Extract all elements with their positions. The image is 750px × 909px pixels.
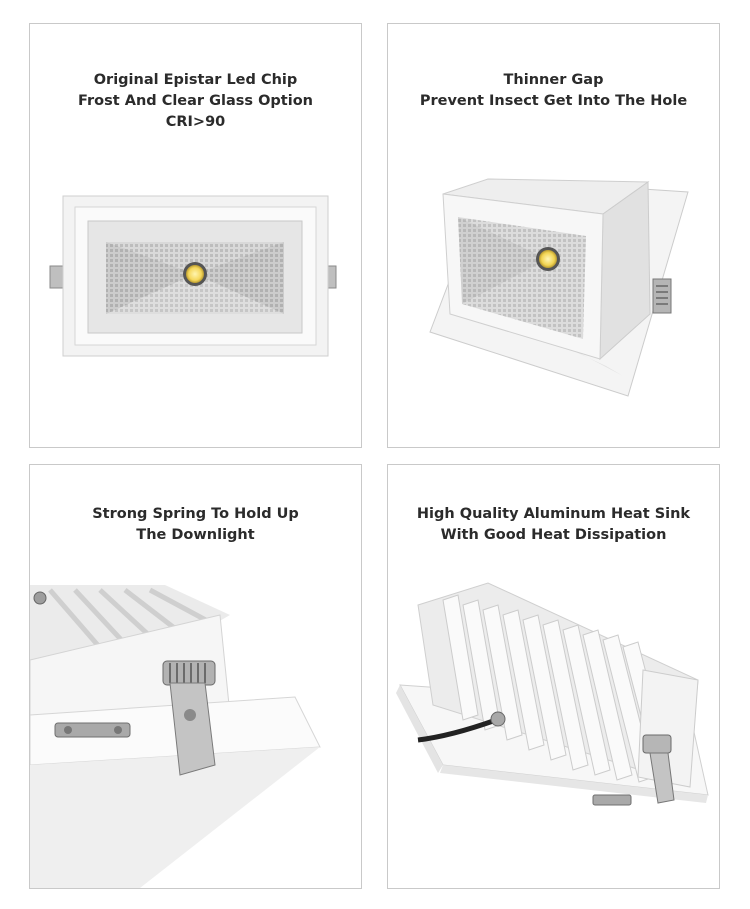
caption-heat-sink: High Quality Aluminum Heat Sink With Goo… xyxy=(388,504,719,546)
panel-heat-sink: High Quality Aluminum Heat Sink With Goo… xyxy=(387,464,720,889)
caption-line: Thinner Gap xyxy=(503,72,604,88)
caption-spring-closeup: Strong Spring To Hold Up The Downlight xyxy=(30,504,361,546)
panel-tilted-view: Thinner Gap Prevent Insect Get Into The … xyxy=(387,23,720,448)
downlight-tilted-image xyxy=(429,178,689,397)
caption-line: Original Epistar Led Chip xyxy=(93,72,298,88)
caption-line: Prevent Insect Get Into The Hole xyxy=(419,93,688,109)
spring-closeup-image xyxy=(30,585,321,888)
caption-line: With Good Heat Dissipation xyxy=(440,527,667,543)
panel-spring-closeup: Strong Spring To Hold Up The Downlight xyxy=(29,464,362,889)
caption-line: CRI>90 xyxy=(165,114,226,130)
caption-line: The Downlight xyxy=(136,527,255,543)
caption-line: High Quality Aluminum Heat Sink xyxy=(416,506,691,522)
panel-front-view: Original Epistar Led Chip Frost And Clea… xyxy=(29,23,362,448)
caption-tilted-view: Thinner Gap Prevent Insect Get Into The … xyxy=(388,70,719,112)
downlight-front-image xyxy=(49,195,337,357)
caption-line: Strong Spring To Hold Up xyxy=(92,506,299,522)
caption-front-view: Original Epistar Led Chip Frost And Clea… xyxy=(30,70,361,133)
caption-line: Frost And Clear Glass Option xyxy=(78,93,313,109)
heat-sink-image xyxy=(396,582,709,806)
